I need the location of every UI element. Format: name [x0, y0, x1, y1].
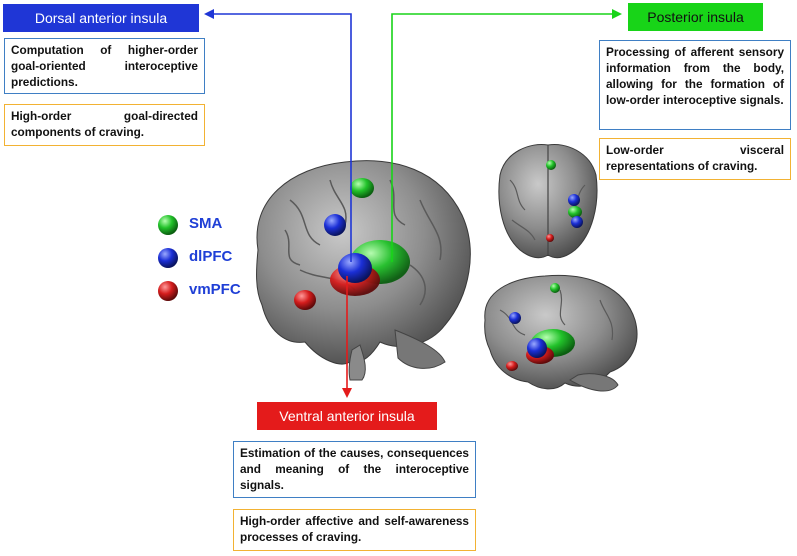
posterior-function-box: Processing of afferent sensory informati…: [599, 40, 791, 130]
posterior-craving-box: Low-order visceral representations of cr…: [599, 138, 791, 180]
dorsal-function-text: Computation of higher-order goal-oriente…: [11, 43, 198, 89]
legend-label-dlpfc: dlPFC: [189, 248, 233, 265]
ventral-insula-title-text: Ventral anterior insula: [279, 408, 415, 424]
dorsal-function-box: Computation of higher-order goal-oriente…: [4, 38, 205, 94]
lateral-brain: [484, 274, 638, 392]
ventral-function-box: Estimation of the causes, consequences a…: [233, 441, 476, 498]
posterior-function-text: Processing of afferent sensory informati…: [606, 45, 784, 107]
green-sphere-icon: [158, 215, 178, 235]
front-brain: [498, 143, 598, 259]
ventral-function-text: Estimation of the causes, consequences a…: [240, 446, 469, 492]
posterior-insula-title-text: Posterior insula: [647, 9, 744, 25]
legend-label-vmpfc: vmPFC: [189, 281, 241, 298]
blue-sphere-icon: [158, 248, 178, 268]
posterior-arrow: [391, 9, 622, 262]
ventral-craving-text: High-order affective and self-awareness …: [240, 514, 469, 544]
dorsal-craving-text: High-order goal-directed components of c…: [11, 109, 198, 139]
ventral-craving-box: High-order affective and self-awareness …: [233, 509, 476, 551]
legend-item-vmpfc: vmPFC: [181, 281, 241, 298]
red-sphere-icon: [158, 281, 178, 301]
main-brain: [256, 160, 471, 381]
dorsal-insula-title-text: Dorsal anterior insula: [34, 10, 168, 26]
dorsal-arrow: [204, 9, 352, 262]
posterior-craving-text: Low-order visceral representations of cr…: [606, 143, 784, 173]
dorsal-craving-box: High-order goal-directed components of c…: [4, 104, 205, 146]
ventral-insula-title: Ventral anterior insula: [257, 402, 437, 430]
posterior-insula-title: Posterior insula: [628, 3, 763, 31]
legend-item-sma: SMA: [181, 215, 222, 232]
legend-label-sma: SMA: [189, 215, 223, 232]
legend-item-dlpfc: dlPFC: [181, 248, 232, 265]
ventral-arrow: [342, 276, 352, 398]
dorsal-insula-title: Dorsal anterior insula: [3, 4, 199, 32]
